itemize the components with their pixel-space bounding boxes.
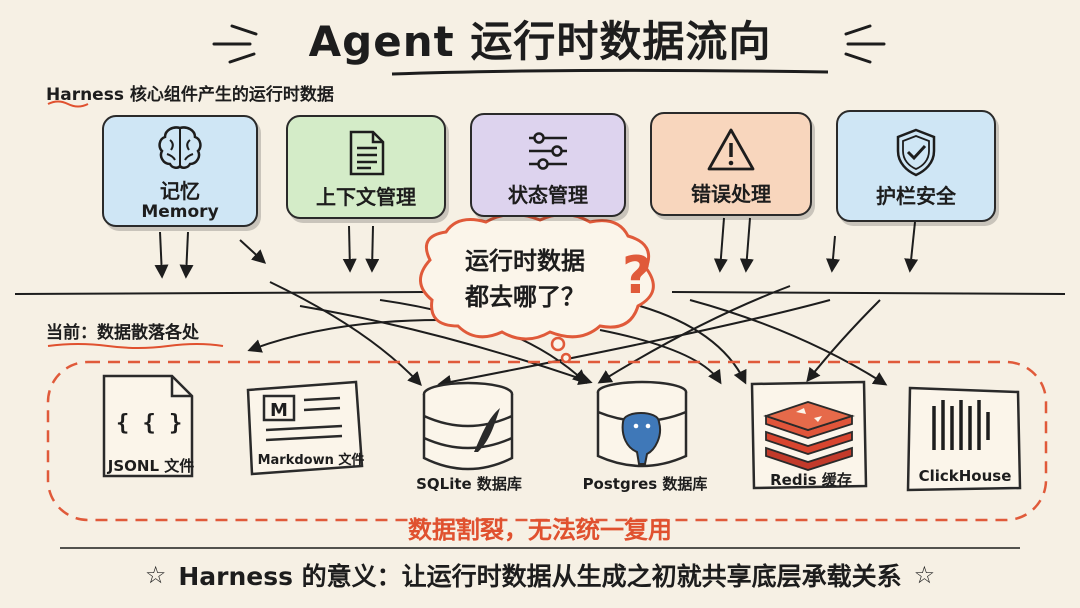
scatter-arrows [247,281,888,389]
arrow-memory-diagonal [239,239,267,264]
question-mark-icon: ? [622,246,653,306]
store-redis-label: Redis 缓存 [770,471,852,489]
component-error-label: 错误处理 [691,182,771,206]
store-sqlite-label: SQLite 数据库 [416,475,522,493]
question-cloud [419,213,655,341]
component-guardrail-label: 护栏安全 [876,184,956,208]
store-clickhouse-label: ClickHouse [918,467,1012,485]
cloud-tail-2 [560,352,572,364]
json-file-icon: { { } ... [102,374,198,478]
warning-text: 数据割裂，无法统一复用 [408,516,672,544]
json-file-glyph: { { } ... [116,411,198,436]
component-state-label: 状态管理 [508,183,588,207]
store-jsonl-label: JSONL 文件 [107,457,195,475]
title-sparks-right [844,24,886,64]
page-title: Agent 运行时数据流向 [308,17,772,66]
cloud-tail-1 [550,336,566,352]
section-top-underline [47,100,89,108]
section-label-components: Harness 核心组件产生的运行时数据 [46,85,334,105]
divider-line [14,291,1066,295]
postgres-db-icon [596,380,688,468]
markdown-file-icon: M [246,380,364,476]
bottom-banner: ☆ Harness 的意义：让运行时数据从生成之初就共享底层承载关系 ☆ [0,542,1080,608]
markdown-file-glyph: M [270,400,288,421]
component-context-label: 上下文管理 [316,185,416,209]
star-icon: ☆ [144,561,167,589]
star-icon: ☆ [913,561,936,589]
warning-icon [707,128,755,171]
title-underline [391,68,829,76]
store-markdown-label: Markdown 文件 [257,453,365,468]
title-sparks-left [212,24,258,64]
question-text: 运行时数据 都去哪了？ [420,243,630,315]
component-guardrail: 护栏安全 [836,110,996,222]
component-state: 状态管理 [470,113,626,217]
component-memory-sub: Memory [141,202,219,222]
brain-icon [158,126,202,169]
sliders-icon [529,132,567,170]
clickhouse-icon [906,386,1022,492]
component-memory-label: 记忆 [160,179,200,203]
component-memory: 记忆 Memory [102,115,258,227]
redis-icon [750,380,868,490]
down-arrows [154,217,919,279]
store-postgres-label: Postgres 数据库 [582,475,708,493]
bottom-text: Harness 的意义：让运行时数据从生成之初就共享底层承载关系 [178,562,902,591]
question-line-2: 都去哪了？ [465,283,585,311]
question-line-1: 运行时数据 [465,247,585,275]
section-label-scattered: 当前：数据散落各处 [46,323,199,343]
document-icon [349,130,385,176]
component-context: 上下文管理 [286,115,446,219]
stores-dashed-frame [46,360,1048,522]
component-error: 错误处理 [650,112,812,216]
sqlite-db-icon [422,381,514,471]
section-bottom-underline [47,343,224,349]
shield-icon [896,128,936,177]
